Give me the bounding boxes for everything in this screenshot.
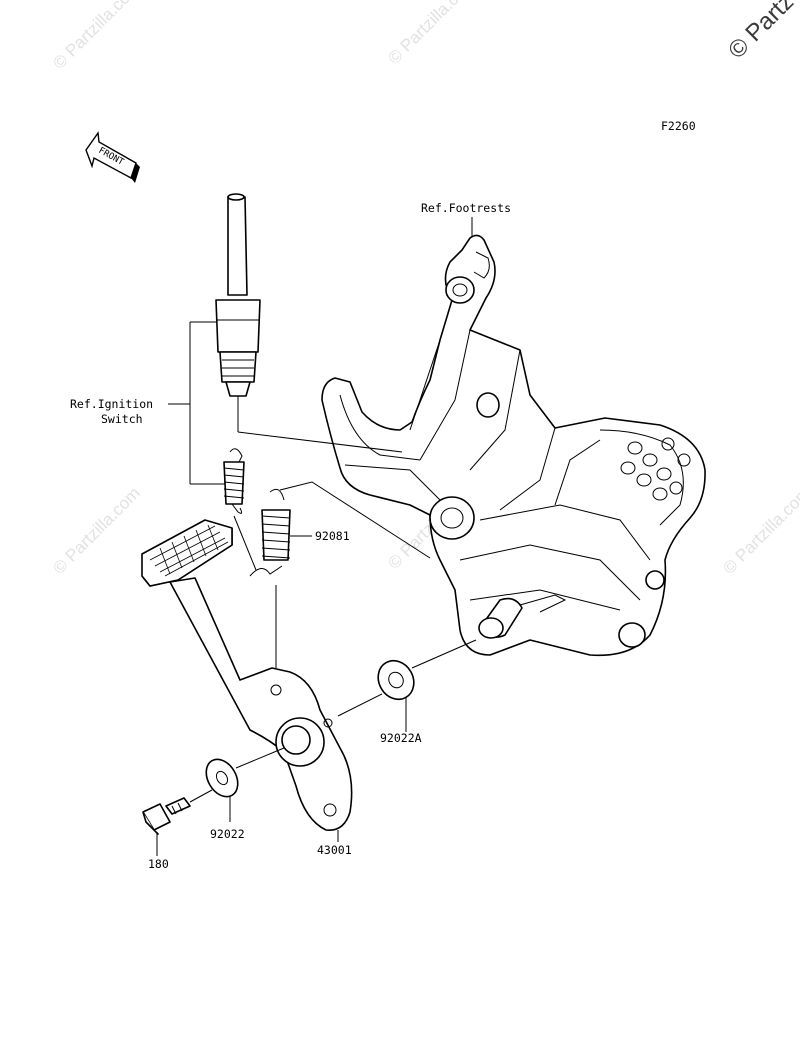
part-label-43001: 43001 xyxy=(317,843,352,857)
leader-line xyxy=(411,639,477,669)
bolt-180 xyxy=(142,797,191,835)
leader-line xyxy=(337,693,383,717)
diagram-code: F2260 xyxy=(661,119,696,133)
ref-ignition-label: Ref.Ignition xyxy=(70,397,153,411)
washer-92022 xyxy=(205,758,239,798)
leader-line xyxy=(279,481,431,559)
ref-ignition-label-2: Switch xyxy=(101,412,143,426)
ignition-bracket xyxy=(168,321,226,485)
front-arrow-icon: FRONT xyxy=(85,131,140,183)
leader-line xyxy=(233,515,257,571)
brake-switch xyxy=(215,193,403,453)
watermark: © Partzilla.com xyxy=(49,483,143,577)
washer-92022A xyxy=(377,659,415,701)
part-label-180: 180 xyxy=(148,857,169,871)
ref-footrests-label: Ref.Footrests xyxy=(421,201,511,215)
part-label-92022A: 92022A xyxy=(380,731,422,745)
leader-line xyxy=(189,789,213,803)
spring-92081 xyxy=(249,488,312,577)
part-label-92022: 92022 xyxy=(210,827,245,841)
leader-line xyxy=(235,747,285,769)
part-label-92081: 92081 xyxy=(315,529,350,543)
return-spring xyxy=(223,448,245,514)
brake-pedal xyxy=(141,519,353,831)
watermark: © Partzilla.com xyxy=(49,0,143,73)
footrest-bracket xyxy=(321,234,706,657)
watermark: © Partzilla.com xyxy=(719,483,800,577)
watermark: © Partzilla.com xyxy=(384,0,478,68)
corner-watermark: © Partz xyxy=(723,0,799,64)
